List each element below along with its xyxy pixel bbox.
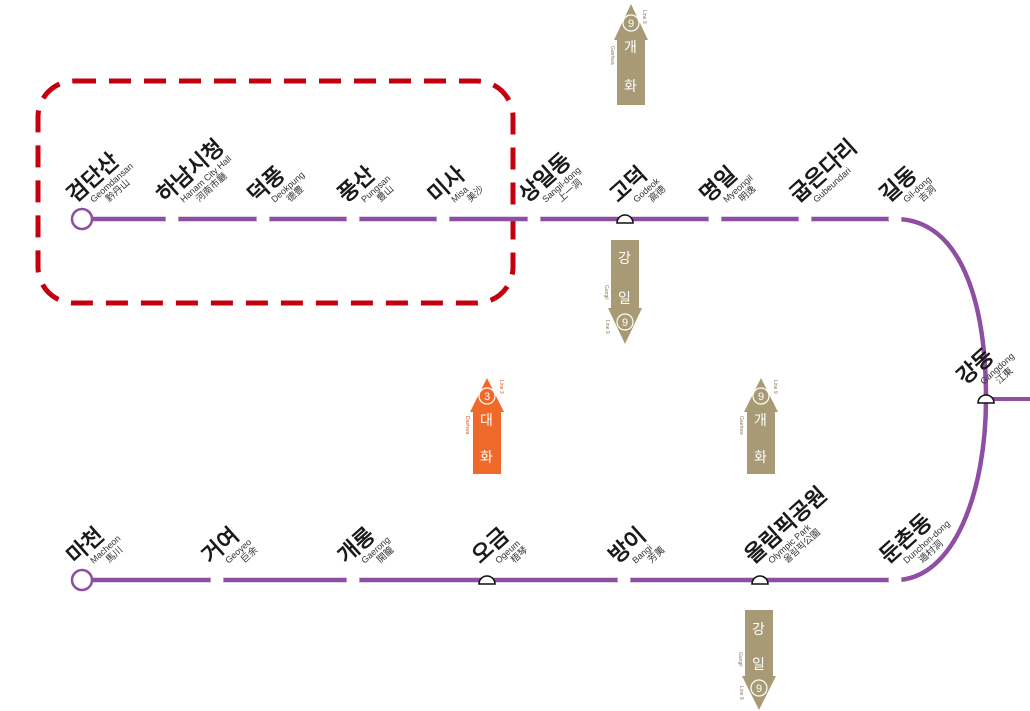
dest-char-2: 화	[624, 79, 637, 95]
station-marker-olympic-park[interactable]	[751, 575, 769, 585]
station-marker-deokpung[interactable]	[256, 212, 270, 226]
line-label: Line 9	[738, 686, 744, 700]
transfer-arrow-godeok-line9-gaehwa: 9 개 화 Gaehwa Line 9	[609, 4, 648, 105]
dest-char-2: 화	[480, 450, 493, 466]
dest-char-2: 화	[754, 450, 767, 466]
dest-char-2: 일	[618, 291, 631, 307]
dest-char-1: 개	[624, 40, 637, 56]
station-marker-geomdansan[interactable]	[70, 207, 94, 231]
station-marker-myeongil[interactable]	[708, 212, 722, 226]
station-marker-gangdong[interactable]	[977, 394, 995, 404]
station-marker-bangi[interactable]	[617, 573, 631, 587]
dest-char-1: 강	[618, 251, 631, 267]
dest-char-1: 개	[754, 413, 767, 429]
dest-english: Daehwa	[464, 416, 470, 435]
station-marker-sangil-dong[interactable]	[527, 212, 541, 226]
line-number: 9	[622, 317, 628, 329]
station-marker-dunchon-dong[interactable]	[888, 573, 902, 587]
station-marker-pungsan[interactable]	[346, 212, 360, 226]
line-label: Line 9	[641, 10, 647, 24]
dest-char-1: 대	[480, 413, 493, 429]
station-marker-gaerong[interactable]	[346, 573, 360, 587]
line-label: Line 9	[604, 320, 610, 334]
line-label: Line 9	[772, 380, 778, 394]
line-label: Line 3	[498, 380, 504, 394]
station-marker-misa[interactable]	[436, 212, 450, 226]
transfer-arrow-olympic-park-line9-gangil: 강 일 9 Gangil Line 9	[737, 610, 776, 710]
dest-english: Gaehwa	[738, 416, 744, 435]
station-marker-hanam-city-hall[interactable]	[165, 212, 179, 226]
transfer-arrow-olympic-park-line9-gaehwa: 9 개 화 Gaehwa Line 9	[738, 378, 778, 474]
line-number: 9	[628, 18, 634, 30]
station-marker-godeok[interactable]	[616, 214, 634, 224]
dest-char-2: 일	[752, 657, 765, 673]
transfer-arrow-godeok-line9-gangil: 강 일 9 Gangil Line 9	[603, 240, 642, 344]
line-number: 9	[758, 391, 764, 403]
dest-english: Gangil	[603, 285, 609, 299]
station-name-hanja: 美沙	[464, 183, 487, 205]
station-marker-macheon[interactable]	[70, 568, 94, 592]
dest-char-1: 강	[752, 622, 765, 638]
transfer-arrow-ogeum-line3-daehwa: 3 대 화 Daehwa Line 3	[464, 378, 504, 474]
dest-english: Gaehwa	[609, 46, 615, 65]
line-number: 3	[484, 391, 490, 403]
main-line-track	[82, 216, 989, 583]
station-marker-ogeum[interactable]	[478, 575, 496, 585]
station-marker-geoyeo[interactable]	[210, 573, 224, 587]
line-number: 9	[756, 683, 762, 695]
station-marker-gil-dong[interactable]	[888, 212, 902, 226]
highlight-zone	[35, 78, 516, 306]
station-marker-gubeundari[interactable]	[798, 212, 812, 226]
dest-english: Gangil	[737, 652, 743, 666]
